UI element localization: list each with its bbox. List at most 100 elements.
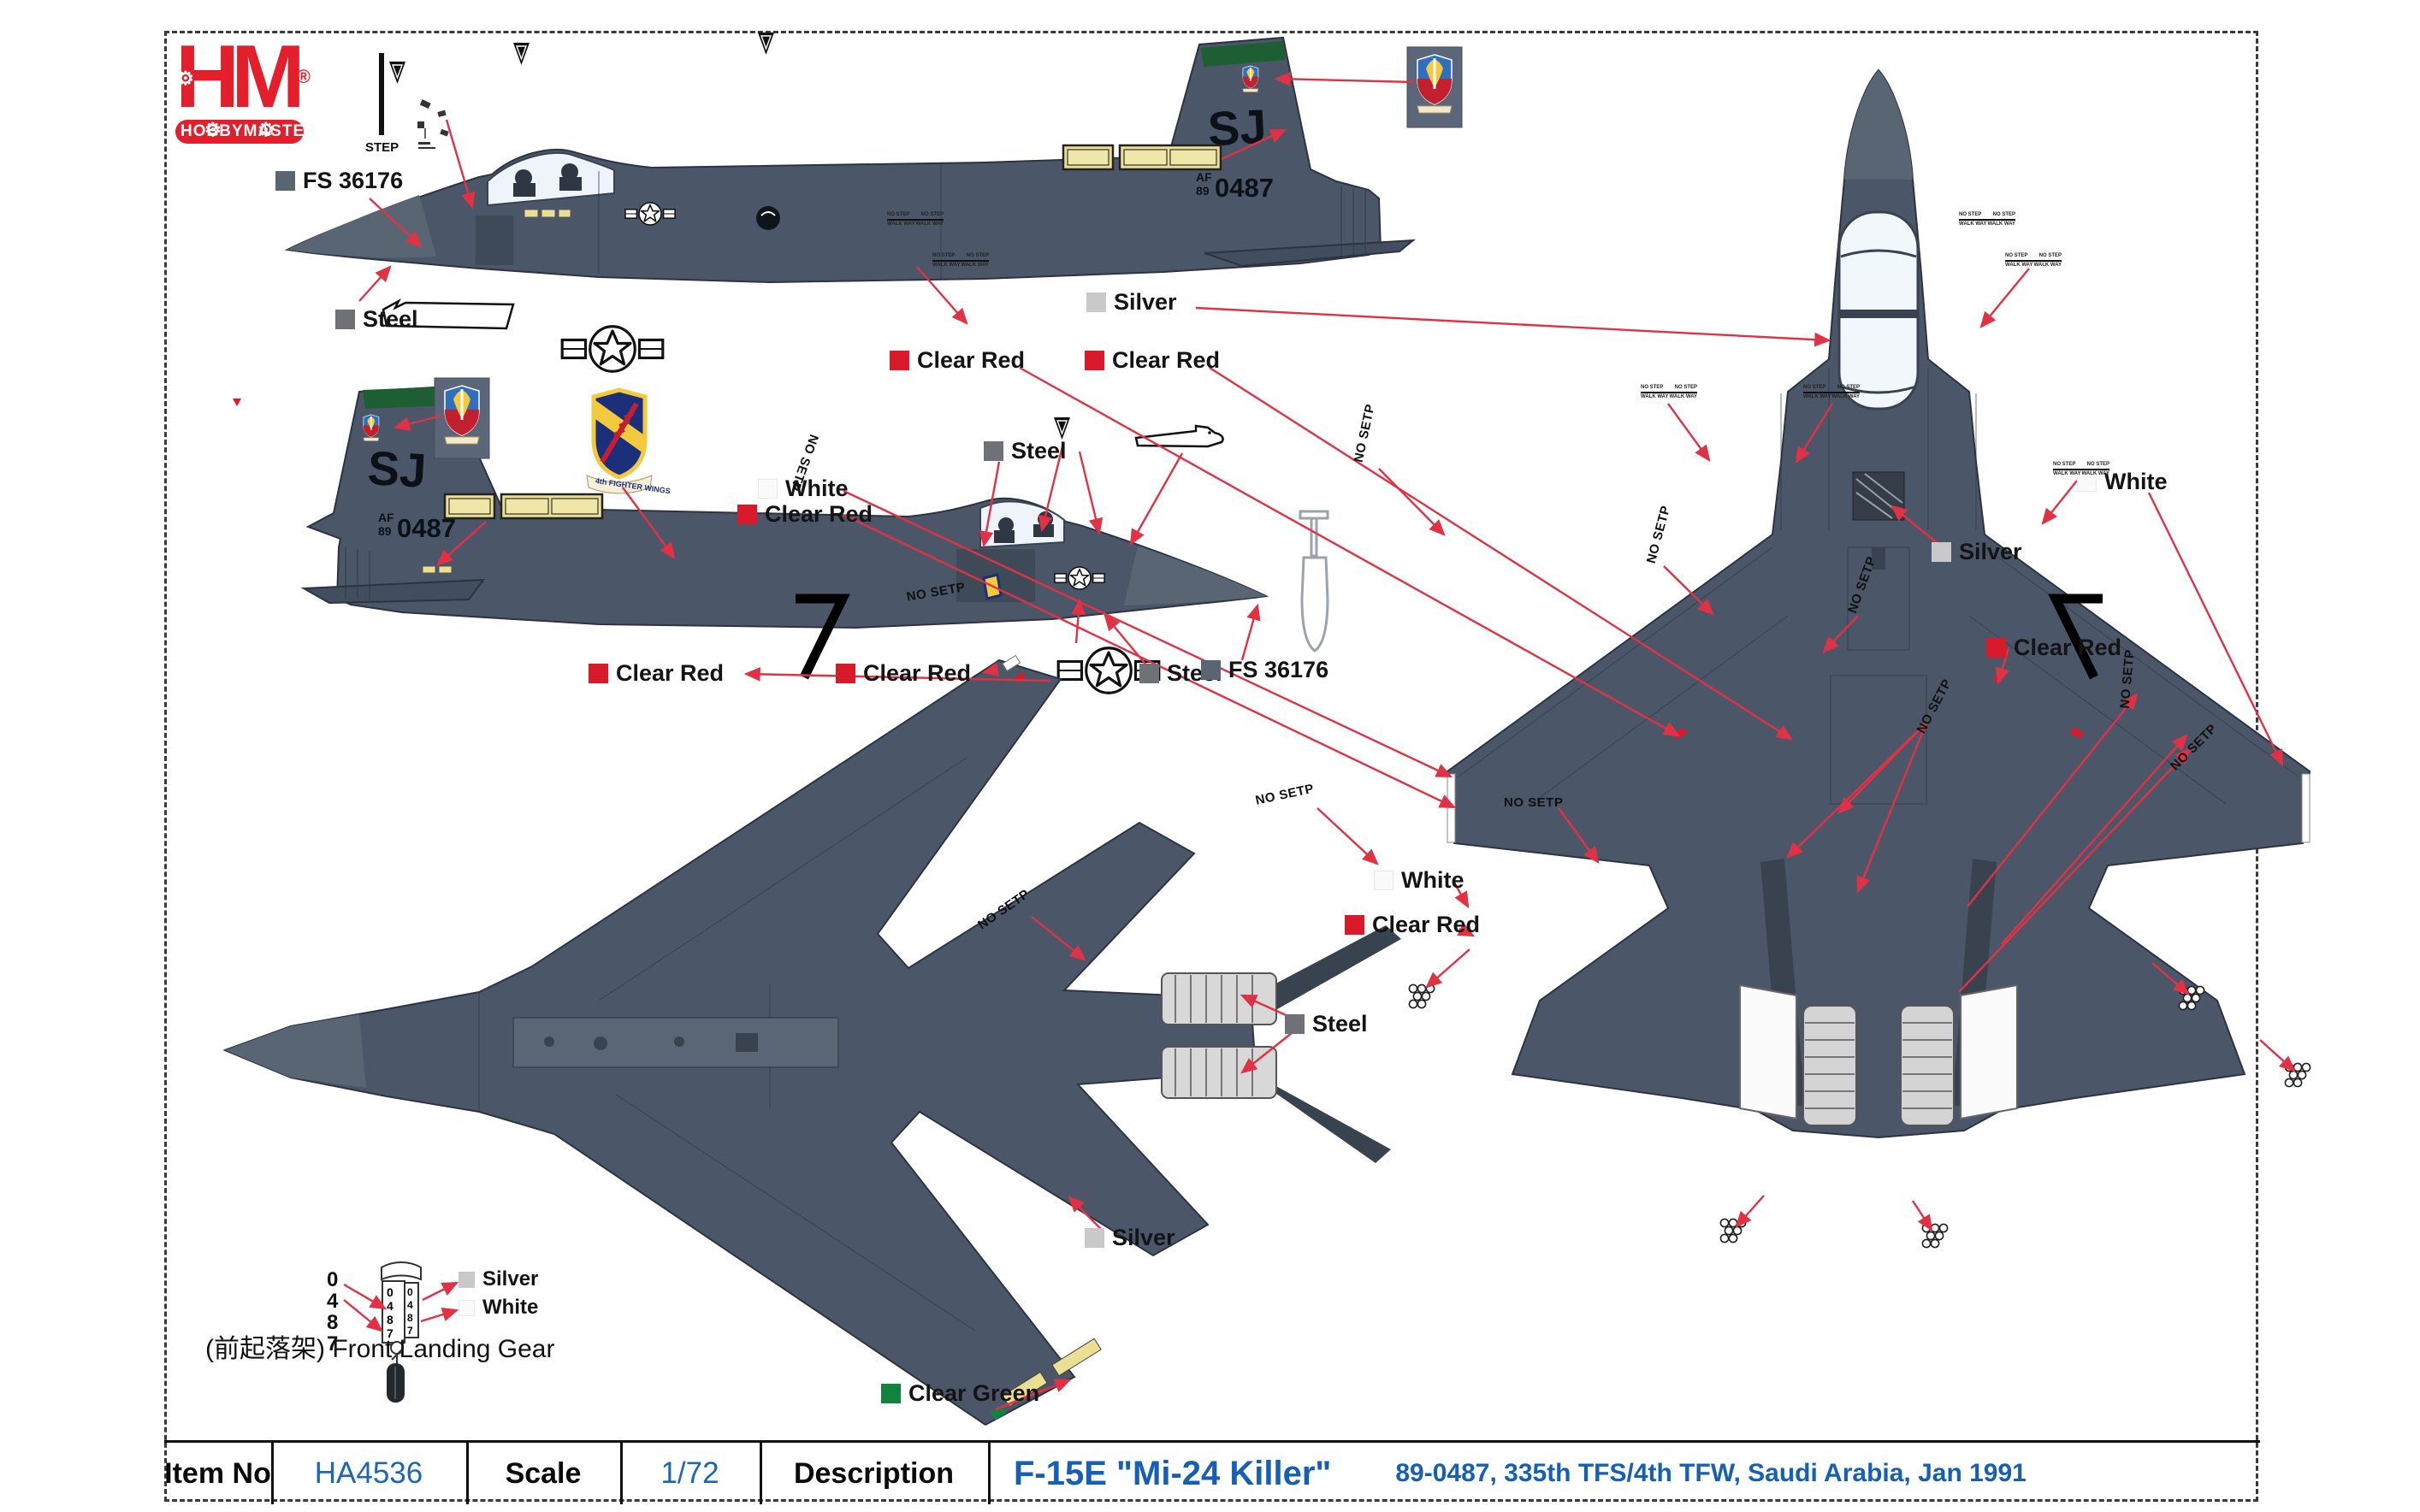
callout-clearred-3: Clear Red — [1085, 347, 1220, 374]
color-swatch — [1139, 664, 1159, 683]
color-swatch — [1285, 1014, 1305, 1034]
hm-logo-text: HM® ⚙ ⚙ ⚙ — [175, 32, 311, 140]
svg-text:SJ: SJ — [366, 440, 428, 497]
callout-fs36176-2: FS 36176 — [1201, 657, 1328, 683]
callout-clearred-7: Clear Red — [836, 660, 971, 687]
svg-text:7: 7 — [407, 1325, 413, 1337]
clear-green-light — [991, 1405, 1007, 1420]
item-no-value-cell: HA4536 — [314, 1456, 423, 1490]
formation-light-cluster-1 — [1408, 983, 1435, 1009]
danger-ejection-triangle-1 — [388, 61, 406, 85]
refuel-receptacle — [1852, 471, 1905, 521]
fighter-wing-badge: 4th FIGHTER WINGS — [586, 390, 671, 495]
callout-silver-gear: Silver — [459, 1267, 538, 1291]
gear-door-digits: 0 4 8 7 — [327, 1268, 339, 1355]
color-swatch — [984, 441, 1003, 461]
color-swatch — [1086, 292, 1106, 312]
svg-text:89: 89 — [1196, 184, 1210, 198]
side-view-port: SJ AF 89 0487 — [284, 36, 1417, 284]
danger-ejection-triangle-4 — [1053, 416, 1071, 440]
svg-text:AF: AF — [1196, 170, 1212, 184]
wingtip-light-right — [2301, 773, 2311, 843]
color-swatch — [1201, 660, 1221, 680]
svg-text:8: 8 — [407, 1312, 413, 1324]
color-swatch — [1085, 1228, 1104, 1248]
formation-light-cluster-2 — [1719, 1218, 1747, 1243]
gear-icon: ⚙ — [257, 119, 274, 140]
hobbymaster-wordmark: HOBBYMASTER — [175, 120, 317, 144]
callout-white-2: White — [2077, 469, 2168, 495]
color-swatch — [890, 351, 909, 370]
eagle-head-decal — [1134, 424, 1224, 448]
callout-steel-4: Steel — [1285, 1011, 1368, 1037]
front-landing-gear-detail: 0 4 8 7 0 4 8 7 — [381, 1261, 422, 1403]
svg-text:0487: 0487 — [1215, 173, 1274, 203]
callout-clearred-6: Clear Red — [1345, 912, 1480, 938]
callout-clearred-4: Clear Red — [737, 501, 873, 528]
callout-white-gear: White — [459, 1296, 538, 1320]
registration-mark — [233, 399, 241, 406]
callout-clearred-1: Clear Red — [589, 660, 724, 687]
bottom-view — [222, 654, 1401, 1426]
callout-fs36176-1: FS 36176 — [275, 168, 403, 194]
wing-walk-decal-1 — [382, 298, 515, 330]
svg-text:0: 0 — [387, 1285, 393, 1299]
fuel-tank-outline — [1299, 510, 1329, 653]
callout-clearred-2: Clear Red — [890, 347, 1025, 374]
front-landing-gear-caption: (前起落架) Front Landing Gear — [205, 1335, 555, 1363]
color-swatch — [1345, 915, 1364, 935]
svg-text:0: 0 — [407, 1286, 413, 1298]
model-name: F-15E "Mi-24 Killer" — [1014, 1454, 1332, 1492]
svg-text:AF: AF — [378, 511, 394, 524]
item-no-label-cell: Item No — [164, 1456, 271, 1490]
description-value-cell: F-15E "Mi-24 Killer" 89-0487, 335th TFS/… — [988, 1443, 2280, 1504]
color-swatch — [1374, 871, 1393, 890]
color-swatch — [459, 1271, 475, 1288]
color-swatch — [335, 310, 355, 329]
callout-cleargreen: Clear Green — [881, 1380, 1039, 1407]
step-stencil-label: STEP — [365, 140, 399, 155]
svg-text:7: 7 — [387, 1326, 393, 1340]
spec-table: Item No HA4536 Scale 1/72 Description F-… — [164, 1440, 2260, 1504]
canopy-stencil-diagram — [417, 99, 449, 149]
color-swatch — [589, 664, 608, 683]
callout-clearred-5: Clear Red — [1986, 635, 2121, 661]
mission-marks-decal-2 — [443, 493, 604, 520]
color-swatch — [1932, 542, 1951, 562]
formation-light-cluster-3 — [1921, 1223, 1949, 1249]
svg-text:4: 4 — [407, 1299, 413, 1311]
gear-icon: ⚙ — [177, 68, 193, 89]
intake-ramp-decal-right — [2048, 594, 2103, 680]
scale-value-cell: 1/72 — [660, 1456, 719, 1490]
acc-badge-callout-box-2 — [434, 377, 490, 459]
color-swatch — [275, 171, 295, 191]
color-swatch — [1085, 351, 1104, 370]
svg-text:4: 4 — [387, 1299, 393, 1313]
color-swatch — [2077, 472, 2097, 492]
callout-white-3: White — [1374, 867, 1464, 894]
color-swatch — [459, 1299, 475, 1316]
color-swatch — [881, 1384, 901, 1403]
color-swatch — [758, 479, 778, 499]
callout-steel-2: Steel — [984, 438, 1067, 464]
danger-ejection-triangle-2 — [512, 42, 530, 66]
gear-icon: ⚙ — [204, 119, 221, 140]
callout-silver-3: Silver — [1085, 1225, 1175, 1251]
top-view — [1446, 68, 2311, 1139]
callout-arrows — [343, 72, 2296, 1411]
callout-silver-1: Silver — [1086, 289, 1177, 316]
national-insignia-decal-1 — [560, 325, 665, 373]
mission-marks-decal-1 — [1062, 144, 1222, 171]
intake-ramp-decal-left — [796, 594, 850, 680]
svg-text:89: 89 — [378, 524, 392, 538]
color-swatch — [836, 664, 855, 683]
